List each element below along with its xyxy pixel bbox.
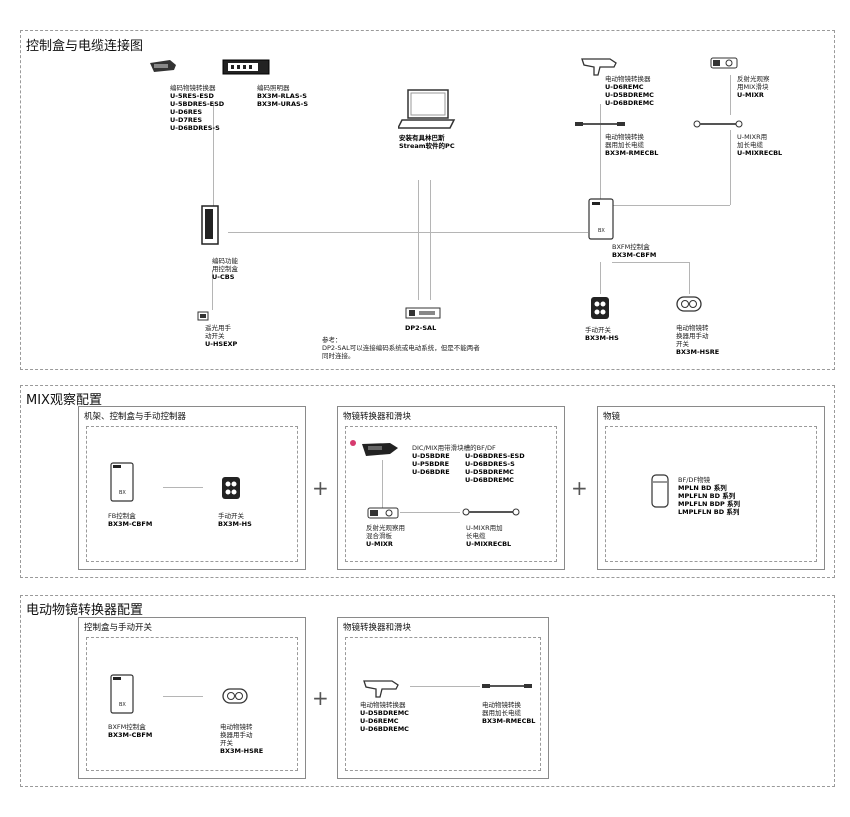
encoded-nosepiece-icon: [150, 60, 176, 72]
cable-line: [730, 130, 731, 205]
panel-nosepiece-slider: [337, 406, 565, 570]
exposure-hand-switch-label: 遥光用手 动开关 U-HSEXP: [205, 324, 238, 348]
cable-line: [163, 487, 203, 488]
extension-cable-label: 电动物镜转换 器用加长电缆 BX3M-RMECBL: [605, 133, 659, 157]
extension-cable-icon: [575, 122, 625, 126]
section-title: 控制盒与电缆连接图: [26, 39, 144, 54]
mix-slider-icon: [367, 507, 399, 519]
mix-cable-icon: [462, 508, 520, 516]
cable-line: [410, 686, 480, 687]
objective-label: BF/DF物镜 MPLN BD 系列 MPLFLN BD 系列 MPLFLN B…: [678, 476, 741, 516]
panel-inner: [86, 637, 298, 771]
mix-cable-icon: [693, 120, 743, 128]
nosepiece-desc: DIC/MIX用带滑块槽的BF/DF: [412, 444, 496, 452]
cable-line: [212, 270, 213, 310]
pc-icon: [398, 89, 456, 129]
nosepiece-models-col1: U-D5BDRE U-P5BDRE U-D6BDRE: [412, 452, 450, 476]
panel-inner: [605, 426, 817, 562]
cable-line: [612, 262, 690, 263]
objective-icon: [651, 474, 669, 508]
hand-switch-label: 手动开关 BX3M-HS: [218, 512, 252, 528]
plus-sign: +: [571, 476, 588, 500]
bxfm-control-box-label: BXFM控制盒 BX3M-CBFM: [612, 243, 657, 259]
cable-line: [730, 75, 731, 115]
svg-text:BX: BX: [119, 490, 126, 496]
fb-control-box-label: FB控制盒 BX3M-CBFM: [108, 512, 153, 528]
encoded-control-box-label: 编码功能 用控制盒 U-CBS: [212, 257, 238, 281]
extension-cable-icon: [482, 684, 532, 688]
cable-line: [689, 262, 690, 294]
panel-title: 物镜转换器和滑块: [343, 412, 412, 422]
panel-inner: [345, 426, 557, 562]
note-text: 参考： DP2-SAL可以连接编码系统或电动系统，但是不能两者 同时连接。: [322, 336, 480, 360]
svg-text:BX: BX: [598, 228, 605, 234]
bfdf-nosepiece-icon: [362, 443, 398, 456]
bxfm-control-box-label: BXFM控制盒 BX3M-CBFM: [108, 723, 153, 739]
motorized-nosepiece-icon: [581, 58, 617, 76]
nosepiece-models-col2: U-D6BDRES-ESD U-D6BDRES-S U-D5BDREMC U-D…: [465, 452, 525, 484]
hand-switch-icon: [591, 297, 609, 319]
cable-line: [612, 205, 730, 206]
cable-line: [418, 180, 419, 300]
panel-title: 控制盒与手动开关: [84, 623, 153, 633]
mix-slider-label: 反射光观察用 混合滑板 U-MIXR: [366, 524, 405, 548]
section-motor-config: [20, 595, 835, 787]
panel-objectives: [597, 406, 825, 570]
dp2-sal-label: DP2-SAL: [405, 324, 437, 332]
motorized-nosepiece-label: 电动物镜转换器 U-D6REMC U-D5BDREMC U-D6BDREMC: [605, 75, 654, 107]
motorized-nosepiece-icon: [363, 680, 399, 698]
cable-line: [163, 696, 203, 697]
hand-switch-icon: [222, 477, 240, 499]
hand-switch-label: 手动开关 BX3M-HS: [585, 326, 619, 342]
plus-sign: +: [312, 686, 329, 710]
pc-label: 安装有具林巴斯 Stream软件的PC: [399, 134, 455, 150]
section-cable-diagram: [20, 30, 835, 370]
cable-line: [382, 460, 383, 508]
mix-cable-label: U-MIXR用 加长电缆 U-MIXRECBL: [737, 133, 783, 157]
exposure-hand-switch-icon: [197, 311, 209, 321]
motorized-nosepiece-label: 电动物镜转换器 U-D5BDREMC U-D6REMC U-D6BDREMC: [360, 701, 409, 733]
mix-slider-icon: [710, 57, 738, 69]
cable-line: [430, 180, 431, 300]
cable-line: [228, 232, 588, 233]
accent-dot: [350, 440, 356, 446]
bxfm-control-box-icon: BX: [110, 674, 134, 714]
plus-sign: +: [312, 476, 329, 500]
nosepiece-hand-switch-label: 电动物镜转 换器用手动 开关 BX3M-HSRE: [220, 723, 264, 755]
dp2-sal-icon: [405, 307, 441, 319]
panel-inner: [86, 426, 298, 562]
bxfm-control-box-icon: BX: [588, 198, 614, 240]
encoded-control-box-icon: [201, 205, 219, 245]
section-title: 电动物镜转换器配置: [26, 603, 144, 618]
nosepiece-hand-switch-icon: [222, 688, 248, 704]
extension-cable-label: 电动物镜转换 器用加长电缆 BX3M-RMECBL: [482, 701, 536, 725]
nosepiece-hand-switch-label: 电动物镜转 换器用手动 开关 BX3M-HSRE: [676, 324, 720, 356]
encoded-nosepiece-label: 编码物镜转换器 U-5RES-ESD U-5BDRES-ESD U-D6RES …: [170, 84, 225, 132]
mix-cable-label: U-MIXR用加 长电缆 U-MIXRECBL: [466, 524, 512, 548]
panel-title: 物镜: [603, 412, 621, 422]
nosepiece-hand-switch-icon: [676, 296, 702, 312]
svg-text:BX: BX: [119, 702, 126, 708]
panel-inner: [345, 637, 541, 771]
mix-slider-label: 反射光观察 用MIX滑块 U-MIXR: [737, 75, 770, 99]
panel-title: 机架、控制盒与手动控制器: [84, 412, 187, 422]
cable-line: [400, 512, 460, 513]
cable-line: [600, 104, 601, 199]
panel-title: 物镜转换器和滑块: [343, 623, 412, 633]
panel-nosepiece-slider: [337, 617, 549, 779]
section-mix-config: [20, 385, 835, 578]
cable-line: [213, 104, 214, 207]
fb-control-box-icon: BX: [110, 462, 134, 502]
cable-line: [600, 262, 601, 294]
encoded-illuminator-icon: [222, 59, 270, 75]
section-title: MIX观察配置: [26, 393, 102, 408]
encoded-illuminator-label: 编码照明器 BX3M-RLAS-S BX3M-URAS-S: [257, 84, 309, 108]
